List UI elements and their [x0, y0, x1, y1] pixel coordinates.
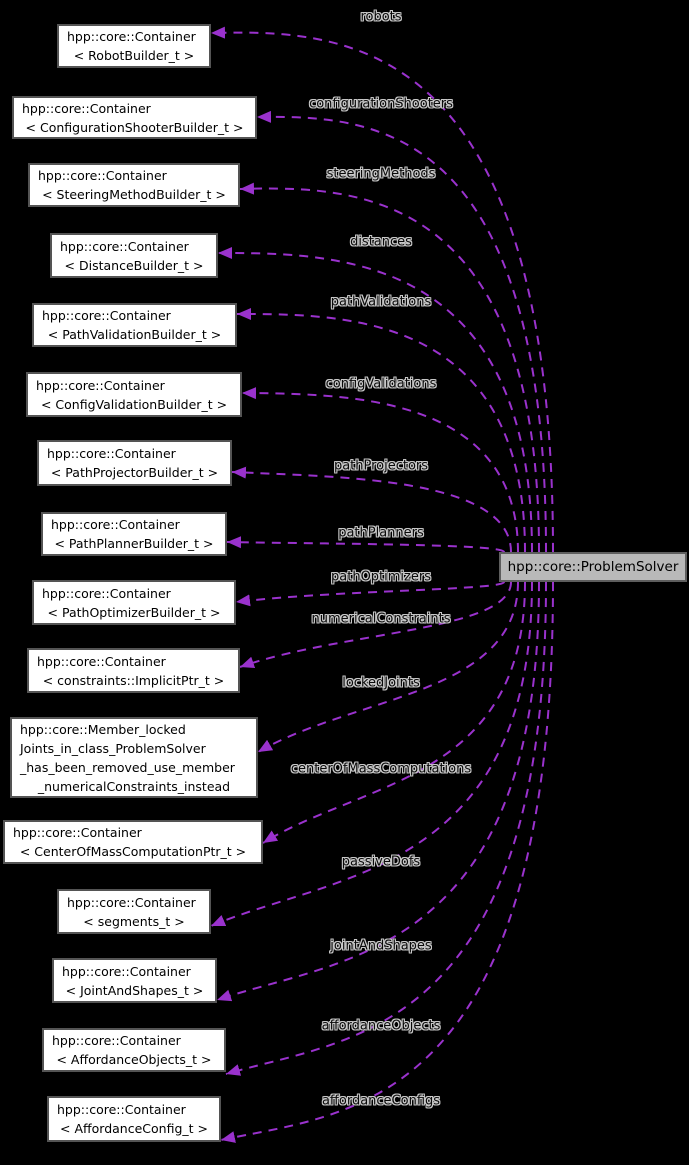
edge-curve-robots: [210, 26, 554, 553]
node-text: hpp::core::Container: [38, 168, 167, 183]
edge-label-passive-dofs: passiveDofs: [341, 854, 421, 870]
edge-label-center-of-mass-computations: centerOfMassComputations: [290, 761, 472, 777]
node-text: hpp::core::Container: [62, 963, 191, 979]
edge-curve-lockedJoints: [257, 581, 519, 753]
node-text: < AffordanceConfig_t >: [60, 1121, 208, 1136]
edge-label-distances: distances: [350, 234, 412, 250]
node-container-config-validation-builder[interactable]: hpp::core::Container < ConfigValidationB…: [26, 372, 242, 417]
node-text: hpp::core::Container: [42, 308, 171, 323]
node-container-constraints-implicit-ptr[interactable]: hpp::core::Container < constraints::Impl…: [27, 648, 240, 693]
node-text: < SteeringMethodBuilder_t >: [42, 187, 226, 202]
edge-label-configuration-shooters: configurationShooters: [309, 96, 453, 112]
node-text: < CenterOfMassComputationPtr_t >: [19, 844, 247, 859]
edge-curve-pathValidations: [236, 308, 526, 553]
node-text: hpp::core::Container: [51, 517, 180, 532]
edge-curve-numericalConstraints: [239, 581, 512, 669]
node-text: < PathValidationBuilder_t >: [47, 327, 222, 342]
edge-curve-pathPlanners: [226, 536, 505, 553]
node-container-path-planner-builder[interactable]: hpp::core::Container < PathPlannerBuilde…: [41, 512, 227, 556]
node-text: hpp::core::Member_locked: [20, 721, 186, 737]
node-container-configuration-shooter-builder[interactable]: hpp::core::Container < ConfigurationShoo…: [12, 96, 257, 139]
node-text: hpp::core::Container: [60, 238, 189, 254]
node-container-steering-method-builder[interactable]: hpp::core::Container < SteeringMethodBui…: [28, 163, 240, 207]
node-text: < ConfigValidationBuilder_t >: [40, 396, 228, 412]
edge-curve-pathProjectors: [231, 466, 512, 553]
node-container-robot-builder[interactable]: hpp::core::Container < RobotBuilder_t >: [57, 24, 211, 68]
node-text: hpp::core::Container: [47, 446, 176, 461]
node-text: < segments_t >: [83, 913, 185, 929]
node-container-center-of-mass-computation-ptr[interactable]: hpp::core::Container < CenterOfMassCompu…: [3, 820, 263, 864]
node-text: hpp::core::Container: [36, 377, 165, 393]
edge-curve-pathOptimizers: [235, 581, 505, 607]
node-text: hpp::core::Container: [57, 1102, 186, 1117]
edge-label-robots: robots: [360, 9, 402, 25]
node-text: < PathOptimizerBuilder_t >: [47, 604, 221, 620]
edge-label-path-projectors: pathProjectors: [333, 458, 429, 474]
edge-label-path-validations: pathValidations: [330, 294, 432, 310]
edge-curve-steeringMethods: [239, 182, 540, 553]
node-text: _numericalConstraints_instead: [37, 778, 231, 794]
node-container-affordance-objects[interactable]: hpp::core::Container < AffordanceObjects…: [42, 1028, 226, 1072]
node-text: < PathPlannerBuilder_t >: [54, 536, 214, 551]
edge-label-affordance-configs: affordanceConfigs: [321, 1093, 441, 1109]
node-text: hpp::core::Container: [52, 1033, 181, 1048]
edge-label-affordance-objects: affordanceObjects: [321, 1018, 441, 1034]
node-text: _has_been_removed_use_member: [20, 759, 235, 775]
edge-label-numerical-constraints: numericalConstraints: [311, 611, 451, 627]
edge-label-path-planners: pathPlanners: [338, 525, 424, 541]
node-text: hpp::core::Container: [67, 29, 196, 44]
node-container-path-validation-builder[interactable]: hpp::core::Container < PathValidationBui…: [32, 303, 237, 347]
node-container-affordance-config[interactable]: hpp::core::Container < AffordanceConfig_…: [47, 1096, 221, 1142]
edge-curve-jointAndShapes: [216, 581, 540, 1002]
edge-label-locked-joints: lockedJoints: [342, 675, 420, 691]
node-text: hpp::core::Container: [13, 825, 142, 840]
node-text: hpp::core::Container: [22, 100, 151, 116]
node-text: < JointAndShapes_t >: [65, 982, 204, 998]
edge-label-config-validations: configValidations: [325, 376, 437, 392]
node-text: hpp::core::Container: [37, 653, 166, 669]
edge-curve-distances: [217, 247, 533, 553]
node-text: hpp::core::Container: [67, 894, 196, 910]
edge-curve-configValidations: [241, 387, 519, 553]
node-text: < constraints::ImplicitPtr_t >: [42, 672, 225, 688]
edge-curve-affordanceConfigs: [220, 581, 554, 1143]
edge-curve-configurationShooters: [256, 110, 547, 553]
edge-label-steering-methods: steeringMethods: [326, 166, 436, 182]
node-text: < PathProjectorBuilder_t >: [50, 465, 219, 480]
node-problem-solver: hpp::core::ProblemSolver: [499, 552, 687, 582]
node-member-locked-joints-deprecated[interactable]: hpp::core::Member_locked Joints_in_class…: [10, 717, 258, 798]
node-container-distance-builder[interactable]: hpp::core::Container < DistanceBuilder_t…: [50, 233, 218, 278]
edge-curve-affordanceObjects: [225, 581, 547, 1076]
node-text: hpp::core::Container: [42, 585, 171, 601]
node-text: < DistanceBuilder_t >: [64, 257, 204, 273]
edge-label-path-optimizers: pathOptimizers: [331, 569, 431, 585]
edge-curve-centerOfMassComputations: [262, 581, 526, 844]
edge-curve-passiveDofs: [210, 581, 533, 927]
node-container-joint-and-shapes[interactable]: hpp::core::Container < JointAndShapes_t …: [52, 958, 217, 1003]
node-text: Joints_in_class_ProblemSolver: [20, 740, 206, 756]
node-container-path-optimizer-builder[interactable]: hpp::core::Container < PathOptimizerBuil…: [32, 580, 236, 625]
edge-label-joint-and-shapes: jointAndShapes: [330, 938, 432, 954]
node-container-path-projector-builder[interactable]: hpp::core::Container < PathProjectorBuil…: [37, 440, 232, 486]
node-text: < RobotBuilder_t >: [73, 48, 195, 63]
node-text: < AffordanceObjects_t >: [56, 1052, 212, 1067]
node-text: < ConfigurationShooterBuilder_t >: [25, 119, 244, 135]
node-container-segments[interactable]: hpp::core::Container < segments_t >: [57, 889, 211, 934]
